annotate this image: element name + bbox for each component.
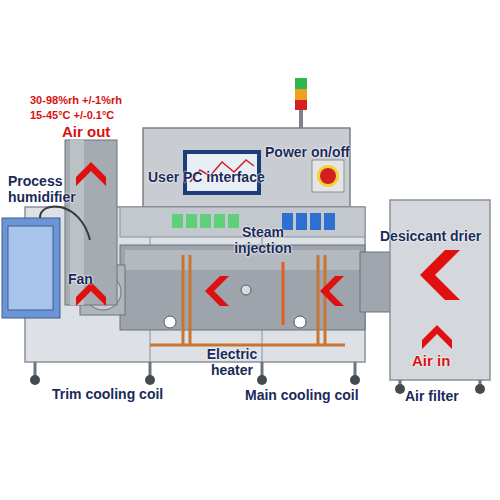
wheel: [475, 384, 485, 394]
relay-module: [172, 214, 183, 228]
airflow-label: Air out: [62, 123, 110, 140]
power-switch-knob: [320, 168, 336, 184]
part-label: Electric heater: [192, 346, 272, 378]
leg: [261, 362, 264, 376]
leg: [354, 362, 357, 376]
humidifier-panel: [8, 226, 53, 310]
humidifier-box: [2, 218, 60, 318]
part-label: Air filter: [405, 388, 459, 404]
airflow-chevron: [422, 325, 452, 349]
drier-cabinet: Desiccant drierAir in: [390, 200, 490, 380]
coil-pipe: [182, 255, 185, 345]
tower-pole: [299, 110, 303, 128]
airflow-chevron: [420, 250, 460, 300]
relay-module: [214, 214, 225, 228]
pressure-gauge: [294, 316, 306, 328]
power-switch-ring: [317, 165, 339, 187]
spec-text: 30-98%rh +/-1%rh: [30, 94, 122, 107]
wheel: [30, 375, 40, 385]
coil-pipe: [324, 255, 327, 345]
airflow-chevron: [320, 276, 344, 306]
air-duct: [120, 245, 365, 330]
tower-light-green: [295, 78, 307, 89]
part-label: Main cooling coil: [245, 387, 359, 403]
relay-module: [186, 214, 197, 228]
wheel: [350, 375, 360, 385]
node-heading: Desiccant drier: [380, 228, 481, 244]
coil-pipe: [189, 255, 192, 345]
airflow-label: Air in: [412, 352, 450, 369]
airflow-chevron: [76, 162, 106, 186]
wheel: [395, 384, 405, 394]
drier-cabinet: [390, 200, 490, 380]
tower-light-orange: [295, 89, 307, 100]
node-label: Power on/off: [265, 144, 350, 160]
controller-module: [324, 213, 335, 230]
power-switch-plate: [312, 160, 344, 192]
steam-nozzle: [241, 285, 251, 295]
wheel: [145, 375, 155, 385]
connecting-duct: [360, 252, 392, 312]
spec-text: 15-45°C +/-0.1°C: [30, 109, 114, 122]
pressure-gauge: [164, 316, 176, 328]
coil-pipe: [317, 255, 320, 345]
leg: [149, 362, 152, 376]
node-heading: Process humidifier: [8, 173, 93, 205]
outlet-duct: [65, 140, 117, 305]
tower-light-red: [295, 100, 307, 110]
control-panel: [143, 128, 350, 207]
relay-module: [200, 214, 211, 228]
part-label: Trim cooling coil: [52, 386, 163, 402]
controller-module: [296, 213, 307, 230]
part-label: Fan: [68, 271, 93, 287]
node-label: User PC interface: [148, 169, 265, 185]
airflow-chevron: [205, 276, 229, 306]
heater-element: [282, 262, 285, 325]
control-panel: User PC interfacePower on/off: [143, 128, 350, 207]
relay-module: [228, 214, 239, 228]
wheel: [257, 375, 267, 385]
humidifier-box: Process humidifier: [2, 218, 60, 318]
part-label: Steam injection: [222, 224, 304, 256]
controller-module: [310, 213, 321, 230]
leg: [34, 362, 37, 376]
